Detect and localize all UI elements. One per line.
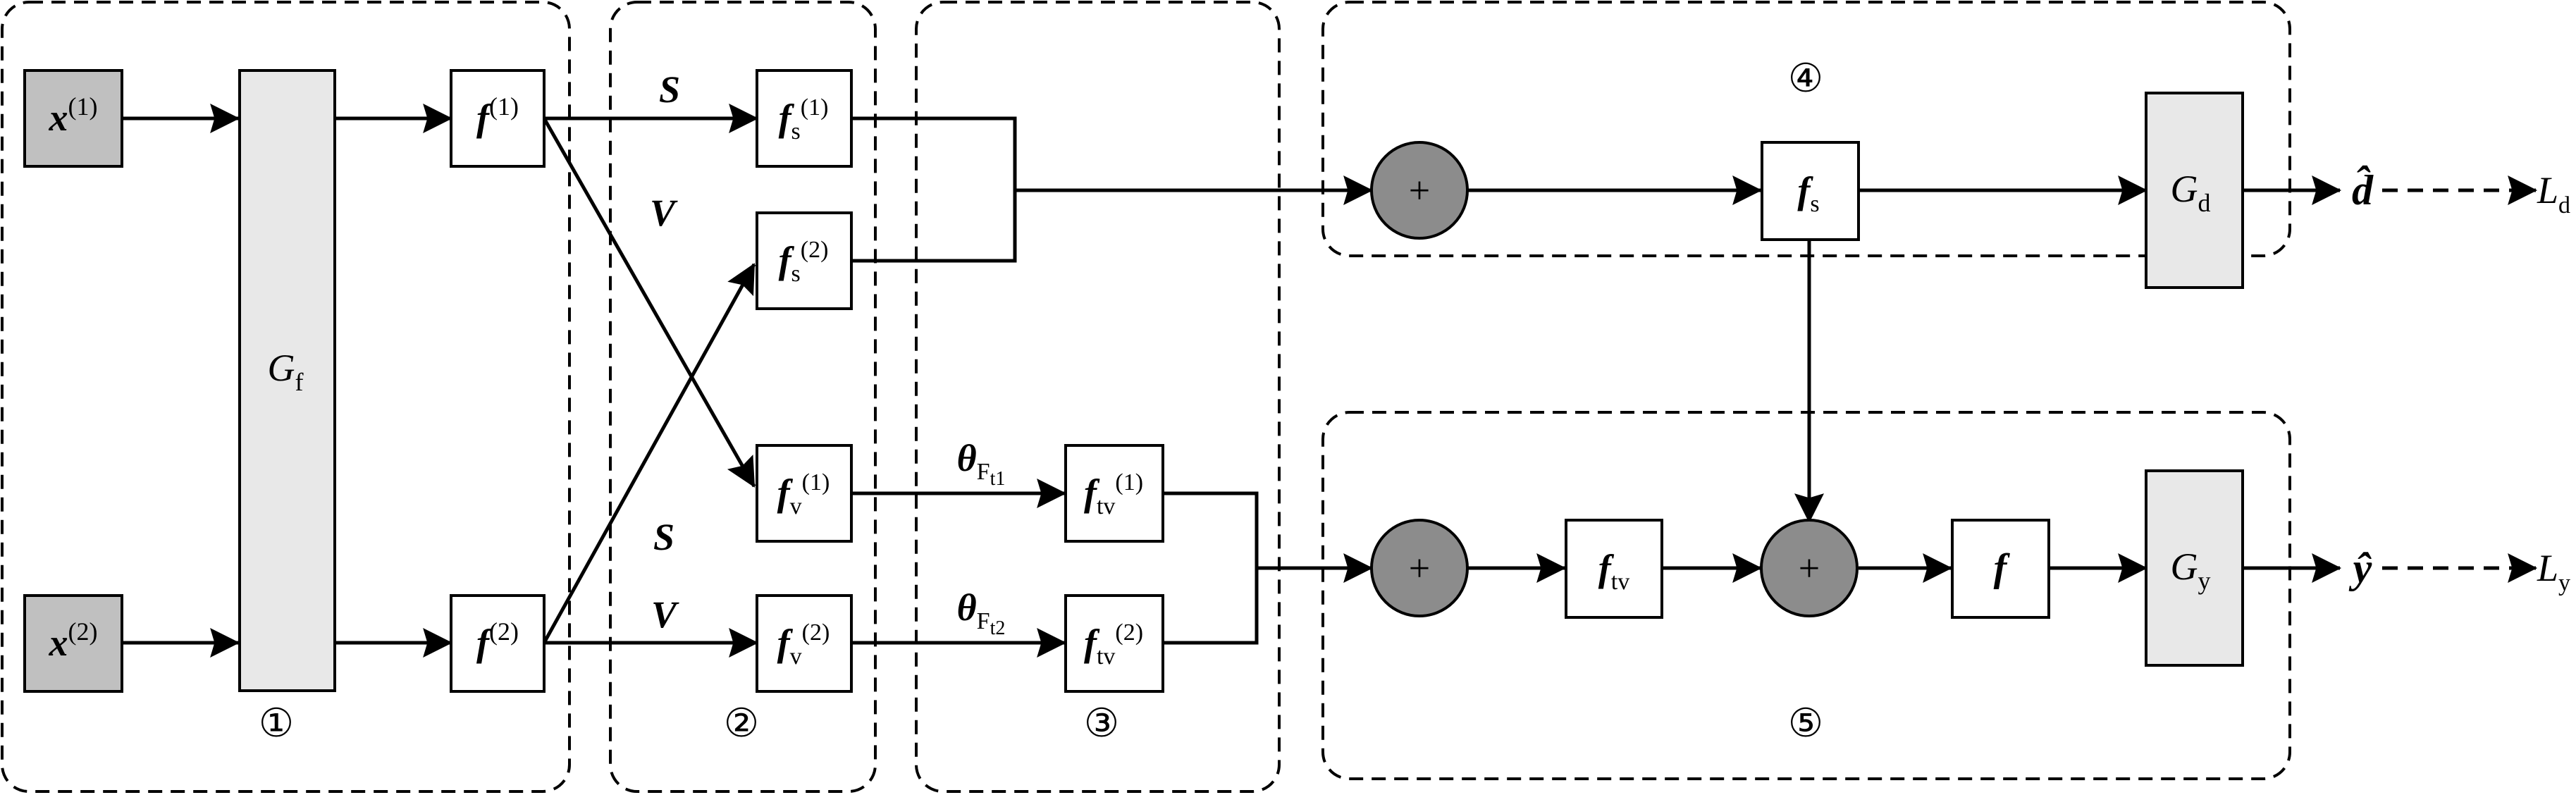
- feature-fs-label: fs: [1797, 169, 1819, 217]
- loss-d-label: Ld: [2537, 169, 2570, 218]
- feature-ftv1-box: [1064, 444, 1164, 543]
- feature-fs1-label: fs(1): [779, 94, 829, 144]
- group-2-label: ②: [724, 701, 759, 746]
- feature-fs1-box: [756, 69, 853, 168]
- plus-node-task: [1370, 519, 1469, 617]
- group-5-frame: [1321, 411, 2291, 780]
- generator-gd-label: Gd: [2171, 168, 2211, 217]
- plus-node-domain-label: +: [1409, 169, 1430, 211]
- group-1-label: ①: [259, 701, 294, 746]
- generator-gf-label: Gf: [268, 347, 304, 396]
- edge-label-v-bottom: V: [651, 593, 679, 636]
- edge-label-s-bottom: S: [653, 516, 674, 558]
- connections: [123, 104, 2538, 658]
- output-d-hat: d̂: [2352, 166, 2374, 214]
- edge-label-theta1: θFt1: [957, 437, 1006, 490]
- feature-f-box: [1951, 519, 2050, 619]
- edge-label-theta2: θFt2: [957, 586, 1006, 639]
- feature-ftv-box: [1565, 519, 1663, 619]
- feature-f2-box: [450, 594, 546, 693]
- feature-ftv1-label: ftv(1): [1084, 469, 1143, 519]
- generator-gd-box: [2145, 92, 2244, 289]
- feature-ftv-label: ftv: [1598, 547, 1629, 595]
- loss-y-label: Ly: [2537, 547, 2570, 596]
- group-3-label: ③: [1084, 701, 1119, 746]
- group-4-label: ④: [1788, 56, 1823, 101]
- feature-fv2-label: fv(2): [777, 620, 830, 670]
- input-x1-box: [23, 69, 123, 168]
- edge-f2-fs2: [542, 263, 756, 644]
- input-x1-label: x(1): [49, 92, 98, 139]
- input-x2-label: x(2): [49, 617, 98, 664]
- generator-gf-box: [238, 69, 336, 692]
- feature-fs2-label: fs(2): [779, 237, 829, 287]
- edge-f1-fv1: [542, 117, 756, 488]
- plus-node-task-label: +: [1409, 547, 1430, 589]
- output-y-hat: ŷ: [2349, 545, 2372, 591]
- feature-fv2-box: [756, 594, 853, 693]
- feature-fs2-box: [756, 211, 853, 310]
- generator-gy-box: [2145, 469, 2244, 667]
- feature-f1-box: [450, 69, 546, 168]
- group-5-label: ⑤: [1788, 701, 1823, 746]
- group-1-frame: [1, 1, 571, 793]
- feature-f2-label: f(2): [476, 617, 519, 664]
- edge-label-s-top: S: [659, 68, 680, 111]
- feature-fv1-box: [756, 444, 853, 543]
- group-2-frame: [609, 1, 877, 793]
- generator-gy-label: Gy: [2171, 546, 2211, 595]
- feature-f1-label: f(1): [476, 92, 519, 139]
- feature-ftv2-box: [1064, 594, 1164, 693]
- plus-node-domain: [1370, 141, 1469, 240]
- edge-ftv-merge: [1163, 491, 1259, 645]
- feature-fv1-label: fv(1): [777, 469, 830, 519]
- feature-fs-box: [1761, 141, 1860, 241]
- input-x2-box: [23, 594, 123, 693]
- plus-node-fusion-label: +: [1799, 547, 1820, 589]
- group-4-frame: [1321, 1, 2291, 257]
- plus-node-fusion: [1760, 519, 1859, 617]
- feature-ftv2-label: ftv(2): [1084, 620, 1143, 670]
- edge-label-v-top: V: [650, 192, 678, 234]
